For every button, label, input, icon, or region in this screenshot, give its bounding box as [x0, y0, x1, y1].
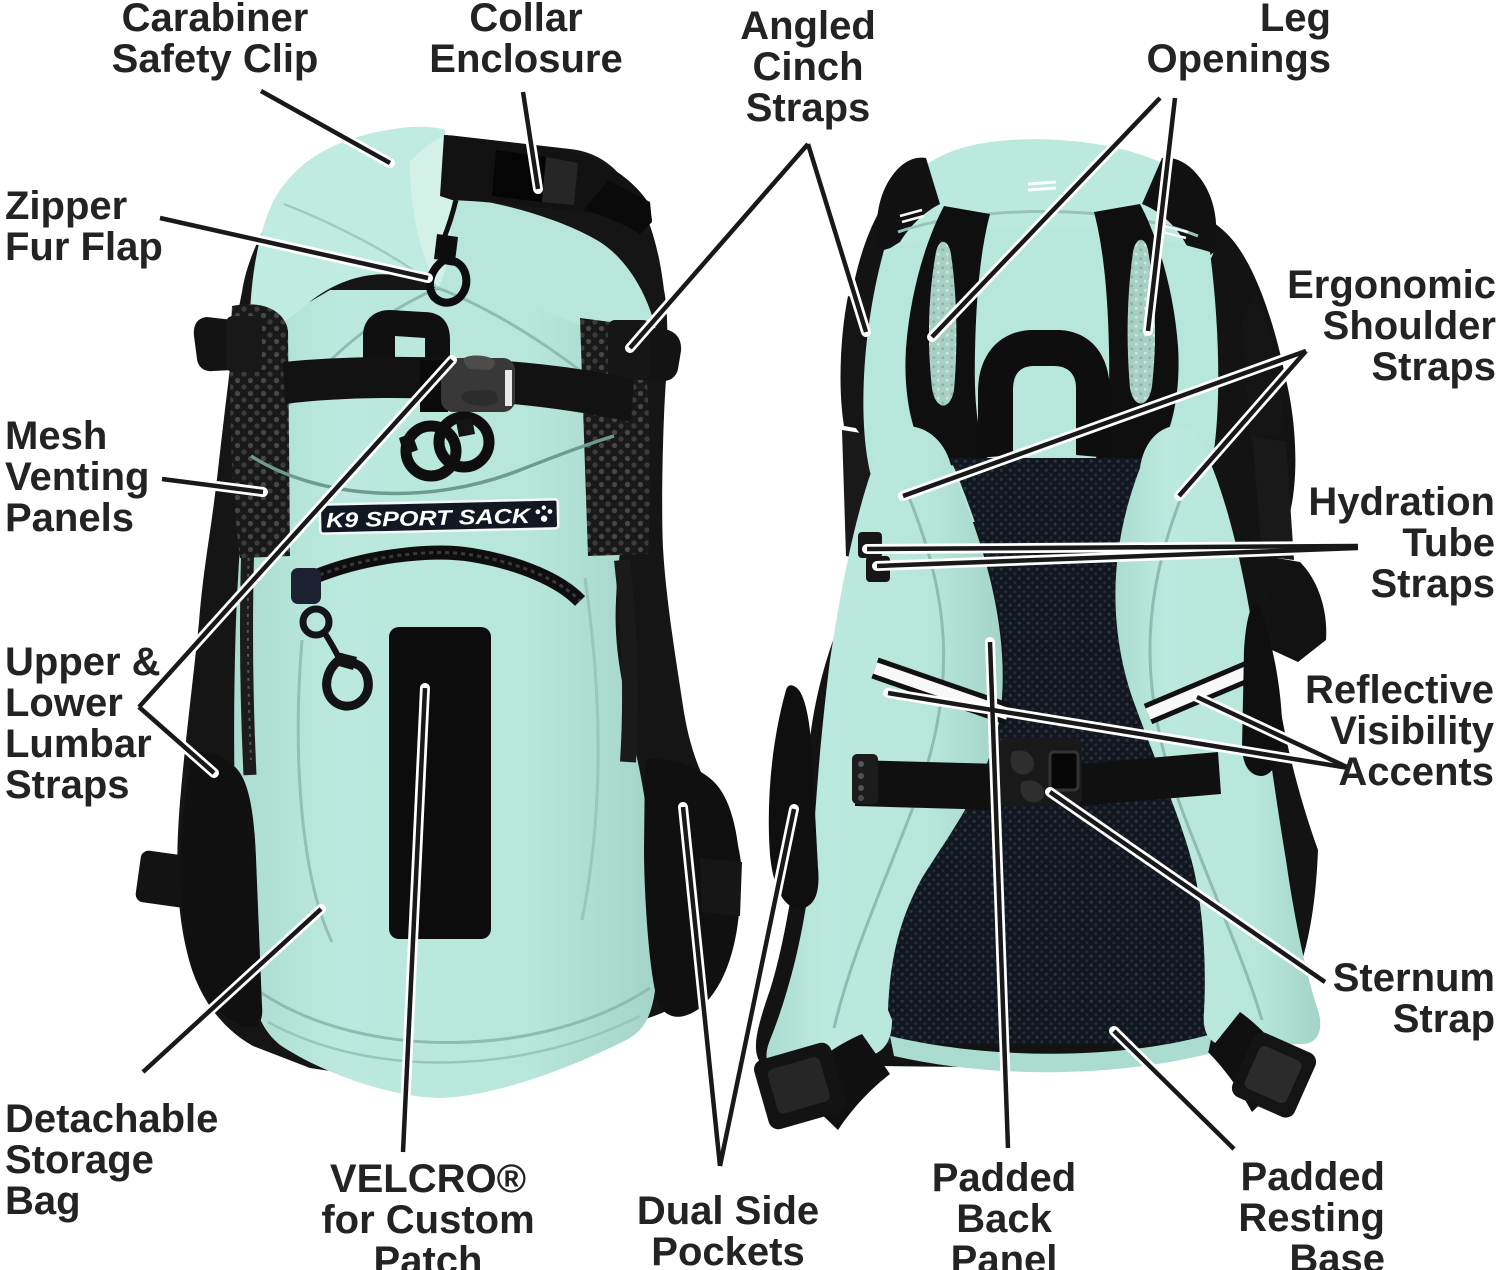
svg-text:K9 SPORT SACK: K9 SPORT SACK	[326, 505, 533, 533]
